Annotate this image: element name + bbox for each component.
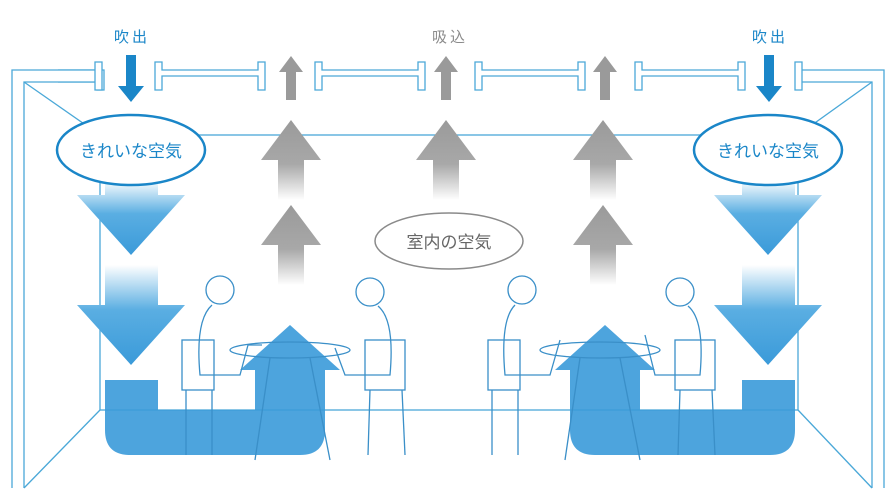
room-frame — [11, 69, 885, 489]
intake-arrow-icon — [279, 56, 617, 100]
outlet-label-left: 吹出 — [114, 28, 150, 46]
outlet-arrow-icon — [118, 55, 782, 102]
diners-left-table — [181, 275, 406, 461]
intake-label: 吸込 — [432, 28, 468, 46]
clean-air-label-left: きれいな空気 — [80, 142, 182, 162]
clean-air-bubble-left: きれいな空気 — [55, 113, 207, 187]
room-air-bubble: 室内の空気 — [374, 212, 524, 270]
clean-air-bubble-right: きれいな空気 — [692, 113, 844, 187]
outlet-label-right: 吹出 — [752, 28, 788, 46]
diners-right-table — [487, 275, 716, 461]
clean-air-label-right: きれいな空気 — [717, 142, 819, 162]
ceiling-vents — [58, 61, 803, 91]
room-air-label: 室内の空気 — [407, 233, 492, 253]
room-air-rising-arrow-icon — [261, 120, 633, 285]
